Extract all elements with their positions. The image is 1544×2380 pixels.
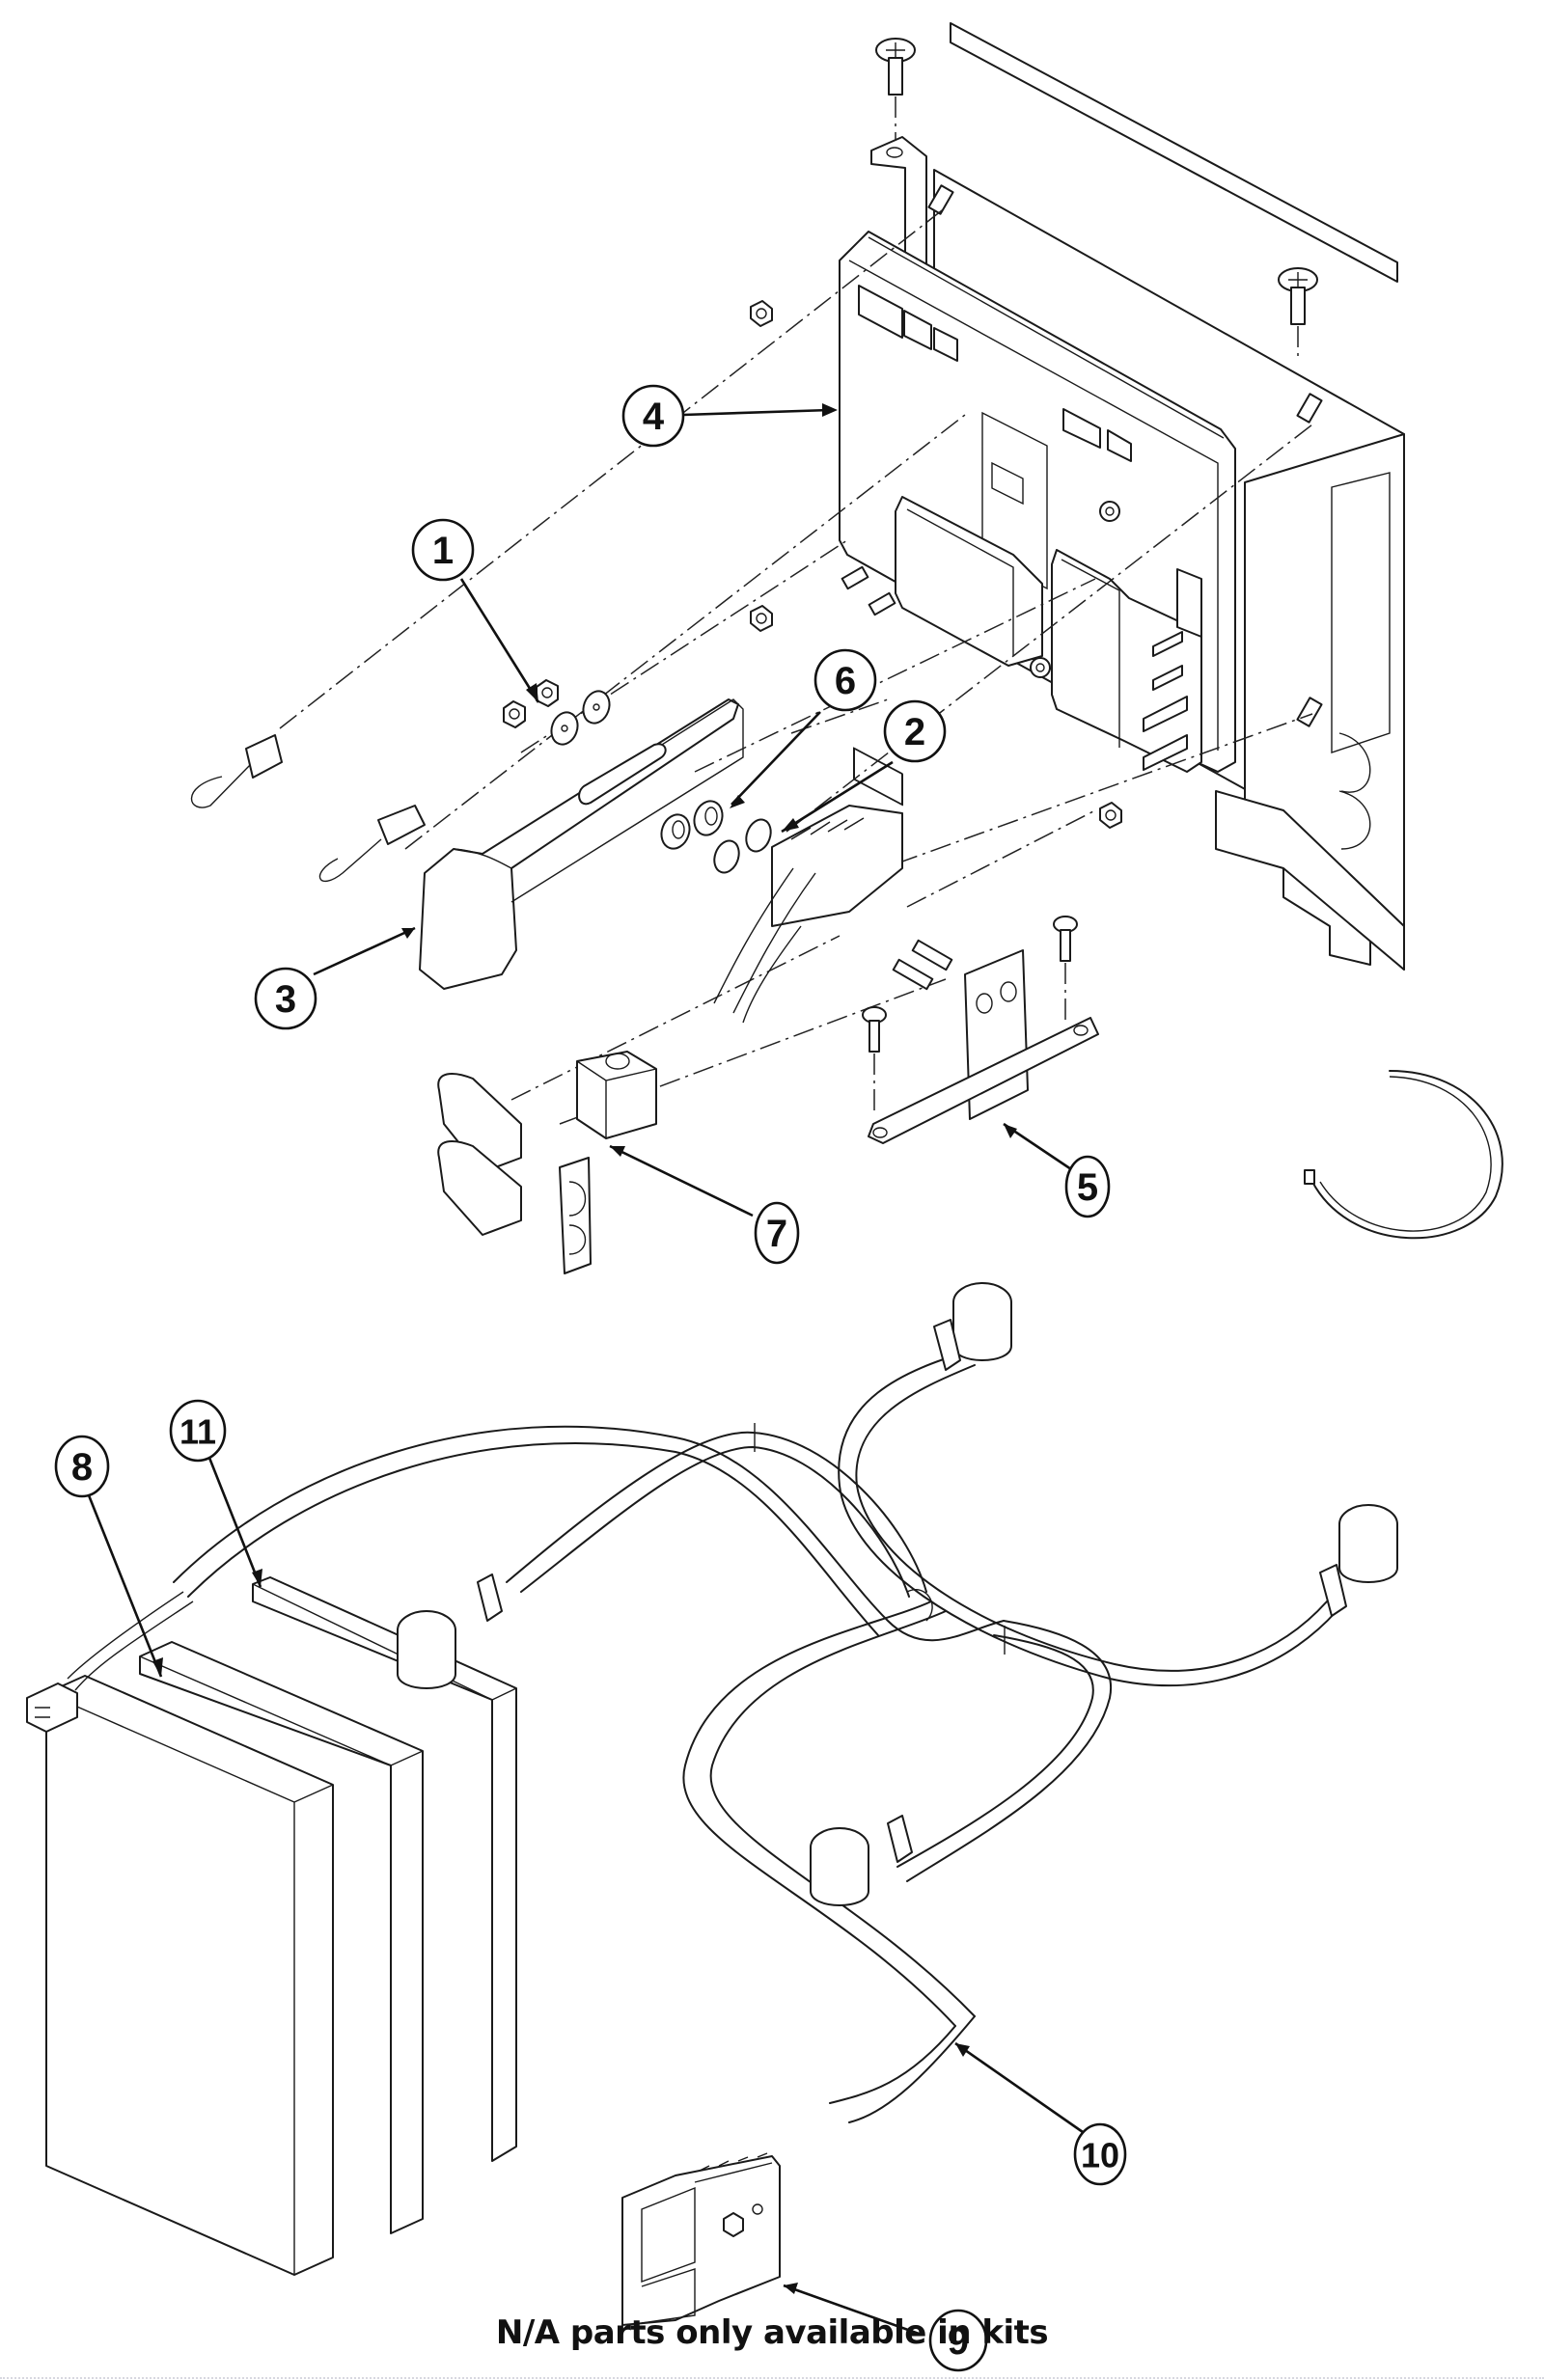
housing-studs [750,184,1323,829]
handle-lever [419,698,744,990]
footer-note: N/A parts only available in kits [495,2313,1049,2352]
controller-connector [713,805,903,1024]
bottom-divider [0,2377,1544,2379]
callout-7[interactable]: 7 [609,1144,800,1265]
nut-icon [750,300,773,327]
cable-tie [1304,1070,1503,1240]
nut-part-1 [503,679,611,746]
screw-icon [862,1006,887,1053]
battery-connector [621,2152,781,2326]
callout-1[interactable]: 1 [411,518,540,703]
screw-icon [1278,267,1318,325]
callout-2[interactable]: 2 [781,699,947,834]
nut-icon [1099,501,1120,522]
controller-unit [839,231,1236,807]
nut-icon [1030,657,1051,678]
callout-11[interactable]: 11 [169,1399,262,1588]
svg-text:5: 5 [1077,1166,1098,1209]
terminal-posts [1143,631,1188,771]
nut-icon [1099,802,1122,829]
battery-harness [26,1350,1337,2123]
svg-text:6: 6 [835,660,856,702]
spacer-part-6 [660,800,724,850]
terminal-lugs [437,1073,592,1274]
terminal-cap [933,1282,1012,1371]
battery-pad-rear [252,1576,517,2162]
svg-text:3: 3 [275,978,296,1021]
callout-5[interactable]: 5 [1003,1122,1111,1218]
svg-text:11: 11 [179,1412,216,1452]
svg-text:8: 8 [71,1446,93,1489]
battery-pad-middle [139,1641,424,2234]
screw-icon [875,38,916,96]
terminal-cap [810,1815,913,1906]
screw-icon [1053,916,1078,962]
svg-text:2: 2 [904,711,925,753]
ferrite-core [576,1051,657,1139]
terminal-cap [397,1573,503,1689]
washer-part-2 [713,818,772,874]
svg-text:1: 1 [432,530,454,572]
callout-9[interactable]: 9 [783,2283,988,2372]
callout-8[interactable]: 8 [54,1435,163,1678]
callout-4[interactable]: 4 [621,384,838,448]
callout-3[interactable]: 3 [254,926,416,1030]
svg-text:10: 10 [1081,2136,1119,2175]
callout-10[interactable]: 10 [954,2041,1127,2186]
terminal-cap [1319,1504,1398,1617]
svg-text:4: 4 [643,396,665,438]
callout-6[interactable]: 6 [730,648,877,808]
nut-icon [750,605,773,632]
mounting-bracket [862,916,1099,1144]
svg-text:7: 7 [766,1213,787,1255]
battery-pad-front [45,1675,334,2276]
jumper-loop-connector [190,734,426,883]
svg-text:9: 9 [948,2320,969,2363]
